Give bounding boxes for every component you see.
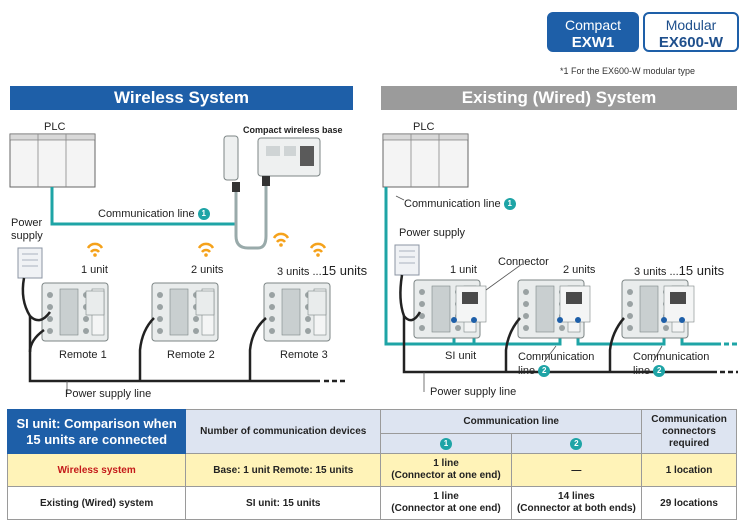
comm-line-1-marker: 1 <box>197 208 210 221</box>
col-devices-header: Number of communication devices <box>185 409 382 454</box>
wireless-system-banner: Wireless System <box>10 86 353 110</box>
row-label: Wireless system <box>6 453 187 487</box>
wired-unit-3-label: 3 units ...15 units <box>634 263 724 278</box>
wired-power-supply-label: Power supply <box>399 227 466 239</box>
wired-comm-line-2b-label: Communication line 2 <box>633 350 709 378</box>
wireless-max-units: 15 units <box>321 263 368 278</box>
wired-comm-line-2a-label: Communication line 2 <box>518 350 594 378</box>
row-comm1-l1: 1 line <box>433 491 459 502</box>
col-num1-header: 1 <box>380 433 512 454</box>
wireless-unit-3-text: 3 units ... <box>277 266 322 278</box>
remote-3-label: Remote 3 <box>280 349 328 361</box>
comm-line-2b-text: Communication <box>633 351 710 363</box>
footnote: *1 For the EX600-W modular type <box>560 66 696 76</box>
wireless-power-line-label: Power supply line <box>65 388 152 400</box>
wired-unit-1-label: 1 unit <box>450 264 477 276</box>
wired-max-units: 15 units <box>678 263 725 278</box>
row-comm1-l2: (Connector at one end) <box>391 470 501 481</box>
row-connectors: 29 locations <box>641 486 737 520</box>
si-unit-label: SI unit <box>445 350 477 362</box>
row-comm2-l1: — <box>571 464 582 476</box>
row-comm2-l1: 14 lines <box>558 491 595 502</box>
wired-power-line-label: Power supply line <box>430 386 517 398</box>
col-conn-l3: required <box>669 437 710 449</box>
modular-badge-line2: EX600-W <box>658 34 724 51</box>
row-comm2-l2: (Connector at both ends) <box>516 503 636 514</box>
wired-unit-2-label: 2 units <box>563 264 596 276</box>
row-comm1-l1: 1 line <box>433 458 459 469</box>
row-label: Existing (Wired) system <box>6 486 187 520</box>
row-comm2: — <box>510 453 643 487</box>
wireless-comm-line-text: Communication line <box>98 208 195 220</box>
compact-badge-line2: EXW1 <box>571 34 615 51</box>
modular-badge: Modular EX600-W <box>643 12 739 52</box>
table-row: Wireless system Base: 1 unit Remote: 15 … <box>6 453 737 487</box>
wireless-plc-label: PLC <box>44 121 66 133</box>
power-supply-l2: supply <box>11 230 43 242</box>
row-connectors: 1 location <box>641 453 737 487</box>
wired-comm-line-label: Communication line 1 <box>404 198 516 211</box>
col-comm-header: Communication line <box>380 409 643 434</box>
power-supply-l1: Power <box>11 217 43 229</box>
comm-line-2b-suffix: line <box>633 365 651 377</box>
connector-label: Connector <box>498 256 549 268</box>
col-conn-l2: connectors <box>662 425 716 437</box>
row-comm1: 1 line(Connector at one end) <box>380 453 512 487</box>
remote-2-label: Remote 2 <box>167 349 215 361</box>
compact-badge: Compact EXW1 <box>547 12 639 52</box>
wired-comm-line-1-marker: 1 <box>503 198 516 211</box>
comm-line-2b-marker: 2 <box>653 365 666 378</box>
wired-unit-3-text: 3 units ... <box>634 266 679 278</box>
table-row: Existing (Wired) system SI unit: 15 unit… <box>6 486 737 520</box>
system-diagram <box>9 133 738 394</box>
row-comm1: 1 line(Connector at one end) <box>380 486 512 520</box>
compact-wireless-base-label: Compact wireless base <box>243 125 343 135</box>
row-comm2: 14 lines(Connector at both ends) <box>510 486 643 520</box>
col-num1-marker: 1 <box>440 437 452 450</box>
row-devices: Base: 1 unit Remote: 15 units <box>185 453 382 487</box>
remote-1-label: Remote 1 <box>59 349 107 361</box>
wireless-unit-1-label: 1 unit <box>81 264 108 276</box>
wired-comm-line-text: Communication line <box>404 198 501 210</box>
comm-line-2a-marker: 2 <box>538 365 551 378</box>
wired-system-banner: Existing (Wired) System <box>381 86 737 110</box>
wireless-unit-2-label: 2 units <box>191 264 224 276</box>
wired-plc-label: PLC <box>413 121 435 133</box>
row-devices: SI unit: 15 units <box>185 486 382 520</box>
table-title-l2: 15 units are connected <box>26 431 168 447</box>
compact-badge-line1: Compact <box>564 17 622 33</box>
col-num2-header: 2 <box>510 433 643 454</box>
wireless-unit-3-label: 3 units ...15 units <box>277 263 367 278</box>
table-title-l1: SI unit: Comparison when <box>16 415 177 431</box>
row-comm1-l2: (Connector at one end) <box>391 503 501 514</box>
modular-badge-line1: Modular <box>665 17 717 33</box>
col-num2-marker: 2 <box>570 437 583 450</box>
wireless-comm-line-label: Communication line 1 <box>98 208 210 221</box>
col-conn-l1: Communication <box>651 413 727 425</box>
comm-line-2a-suffix: line <box>518 365 536 377</box>
comm-line-2a-text: Communication <box>518 351 595 363</box>
